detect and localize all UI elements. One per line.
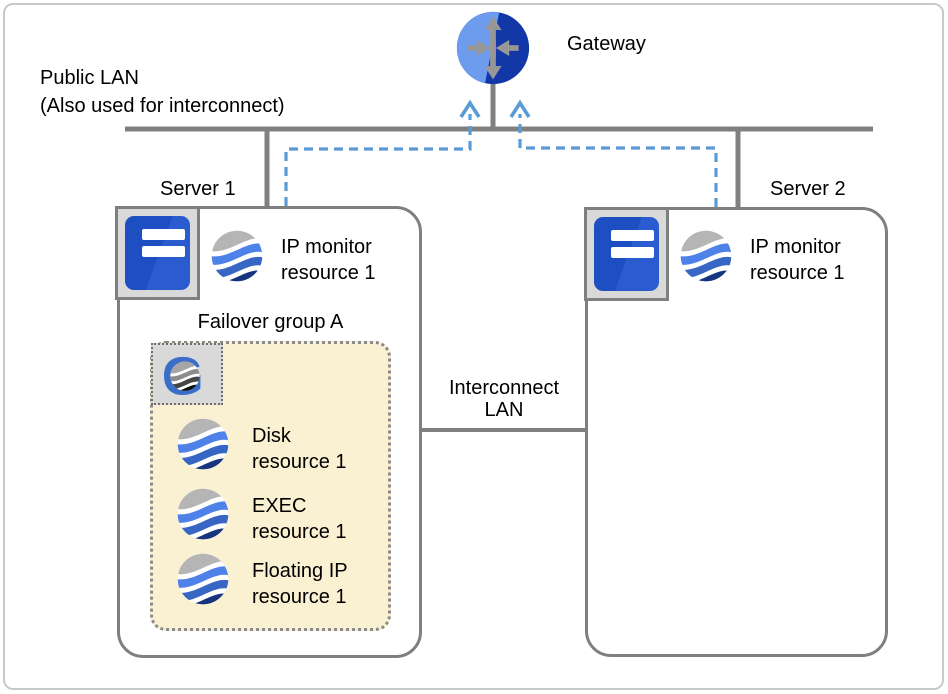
failover-group-box: Disk resource 1 EXEC resource 1 Floating… [150, 341, 391, 631]
diagram-frame [3, 3, 944, 690]
public-lan-label: Public LAN (Also used for interconnect) [40, 64, 285, 120]
cluster-g-icon: G [162, 347, 204, 401]
exec-resource-icon [176, 487, 230, 541]
ip-monitor-resource-icon-server1 [210, 229, 264, 283]
gateway-label: Gateway [567, 33, 646, 55]
server1-tower-icon [115, 206, 200, 300]
cluster-logo-tile: G [151, 343, 223, 405]
server1-label: Server 1 [160, 178, 236, 200]
failover-group-label: Failover group A [197, 311, 344, 333]
public-lan-label-line1: Public LAN [40, 67, 139, 89]
public-lan-label-line2: (Also used for interconnect) [40, 95, 285, 117]
floating-ip-resource-icon [176, 552, 230, 606]
exec-resource-label: EXEC resource 1 [252, 495, 347, 543]
ip-monitor-resource-label-server1: IP monitor resource 1 [281, 236, 376, 284]
ip-monitor-resource-label-server2: IP monitor resource 1 [750, 236, 845, 284]
floating-ip-resource-label: Floating IP resource 1 [252, 560, 348, 608]
server2-label: Server 2 [770, 178, 846, 200]
interconnect-lan-label-line2: LAN [484, 399, 524, 421]
interconnect-lan-label-line1: Interconnect [448, 377, 560, 399]
gateway-router-icon [456, 11, 530, 85]
disk-resource-label: Disk resource 1 [252, 425, 347, 473]
interconnect-lan-label: Interconnect LAN [424, 377, 584, 421]
disk-resource-icon [176, 417, 230, 471]
server2-tower-icon [584, 207, 669, 301]
ip-monitor-resource-icon-server2 [679, 229, 733, 283]
